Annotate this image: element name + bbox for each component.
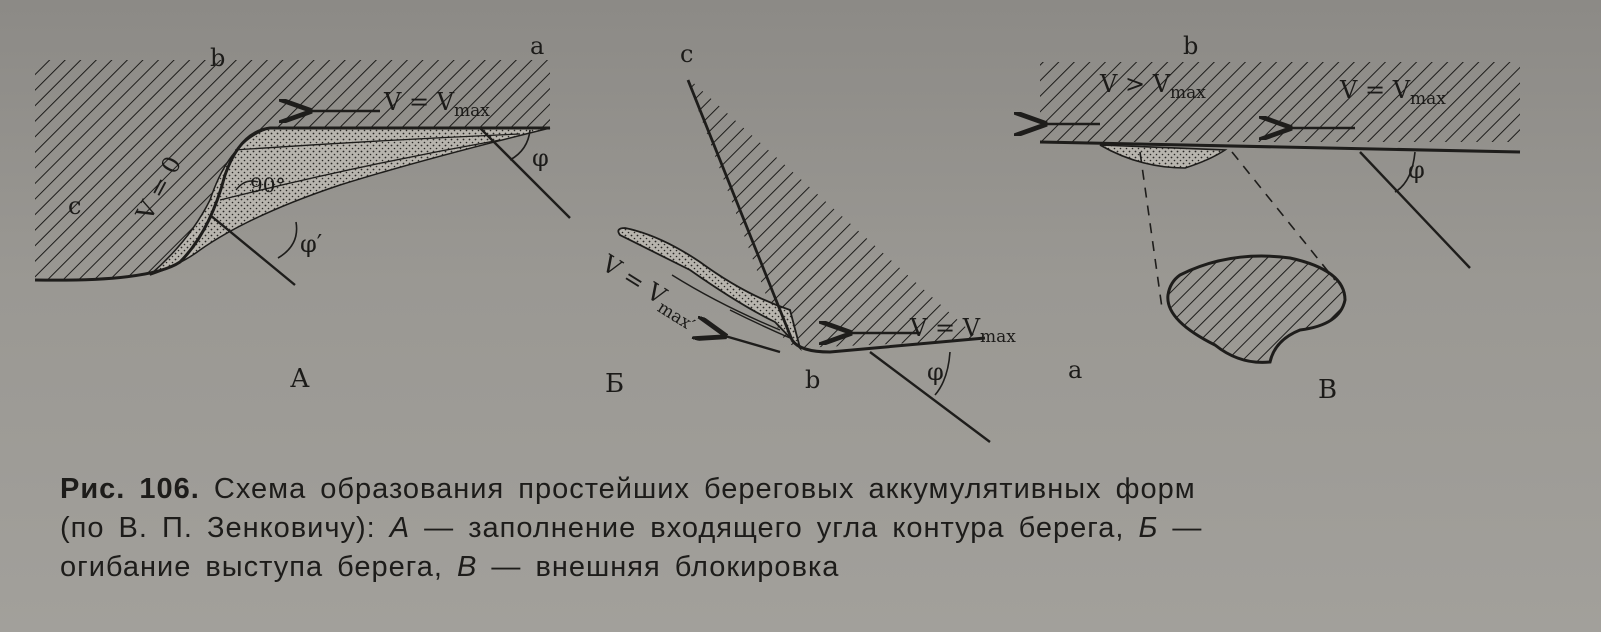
diagram-a-phi: φ: [532, 144, 549, 172]
diagram-b-label: Б: [605, 369, 624, 399]
diagram-b-point-c: c: [680, 40, 693, 68]
diagram-v-shoreline: [1039, 140, 1521, 154]
diagram-a-land: [35, 60, 550, 280]
diagram-v-island: [1166, 254, 1347, 364]
diagram-a: b a c V = 0 V = Vmax 90° φ φ′ А: [34, 32, 571, 394]
diagram-b-vmax-right: V = Vmax: [909, 314, 1016, 347]
diagram-v-dash-right: [1231, 151, 1336, 281]
diagram-a-shoreline: [34, 126, 550, 282]
diagram-b-point-b: b: [805, 366, 820, 394]
diagram-a-label: А: [290, 364, 310, 394]
diagram-a-accumulation: [149, 127, 551, 276]
diagram-v: b V > Vmax V = Vmax′ φ В: [1039, 32, 1521, 405]
diagram-b-point-a: a: [1068, 356, 1082, 384]
diagram-v-dash-left: [1139, 151, 1163, 309]
diagram-a-angle-90: 90°: [250, 173, 285, 197]
diagram-v-wave-ray: [1359, 151, 1471, 269]
figure-number: Рис. 106.: [60, 473, 200, 505]
diagram-a-vmax: V = Vmax: [383, 88, 490, 121]
diagram-a-point-a: a: [530, 32, 544, 60]
diagram-a-normal: [209, 214, 296, 286]
diagram-v-label: В: [1318, 375, 1337, 405]
diagram-v-point-b: b: [1183, 32, 1198, 60]
coastal-forms-diagram: b a c V = 0 V = Vmax 90° φ φ′ А c b a V …: [34, 32, 1521, 443]
diagram-b-wave-ray: [869, 351, 991, 443]
diagram-b-cliff: [686, 79, 794, 341]
diagram-v-deposit: [1099, 144, 1228, 169]
caption-line-3: огибание выступа берега, В — внешняя бло…: [60, 551, 840, 583]
caption-line-2: (по В. П. Зенковичу): А — заполнение вхо…: [60, 512, 1203, 544]
diagram-v-vgt: V > Vmax: [1099, 70, 1206, 103]
diagram-b-land: [688, 78, 980, 348]
diagram-b: c b a V = Vmax′ V = Vmax φ Б: [596, 40, 1082, 443]
diagram-a-phi-prime: φ′: [300, 230, 322, 258]
caption-line-1: Рис. 106. Схема образования простейших б…: [60, 473, 1196, 505]
diagram-a-wave-ray: [479, 127, 571, 219]
figure-caption: Рис. 106. Схема образования простейших б…: [60, 470, 1540, 587]
diagram-b-arrow-left: [725, 336, 781, 354]
diagram-a-point-b: b: [210, 44, 225, 72]
diagram-a-point-c: c: [68, 192, 81, 220]
diagram-v-veq: V = Vmax′: [1339, 76, 1450, 109]
diagram-b-spit: [617, 227, 802, 352]
diagram-b-phi: φ: [927, 358, 944, 386]
diagram-b-shoreline: [790, 336, 986, 354]
diagram-v-phi: φ: [1408, 156, 1425, 184]
